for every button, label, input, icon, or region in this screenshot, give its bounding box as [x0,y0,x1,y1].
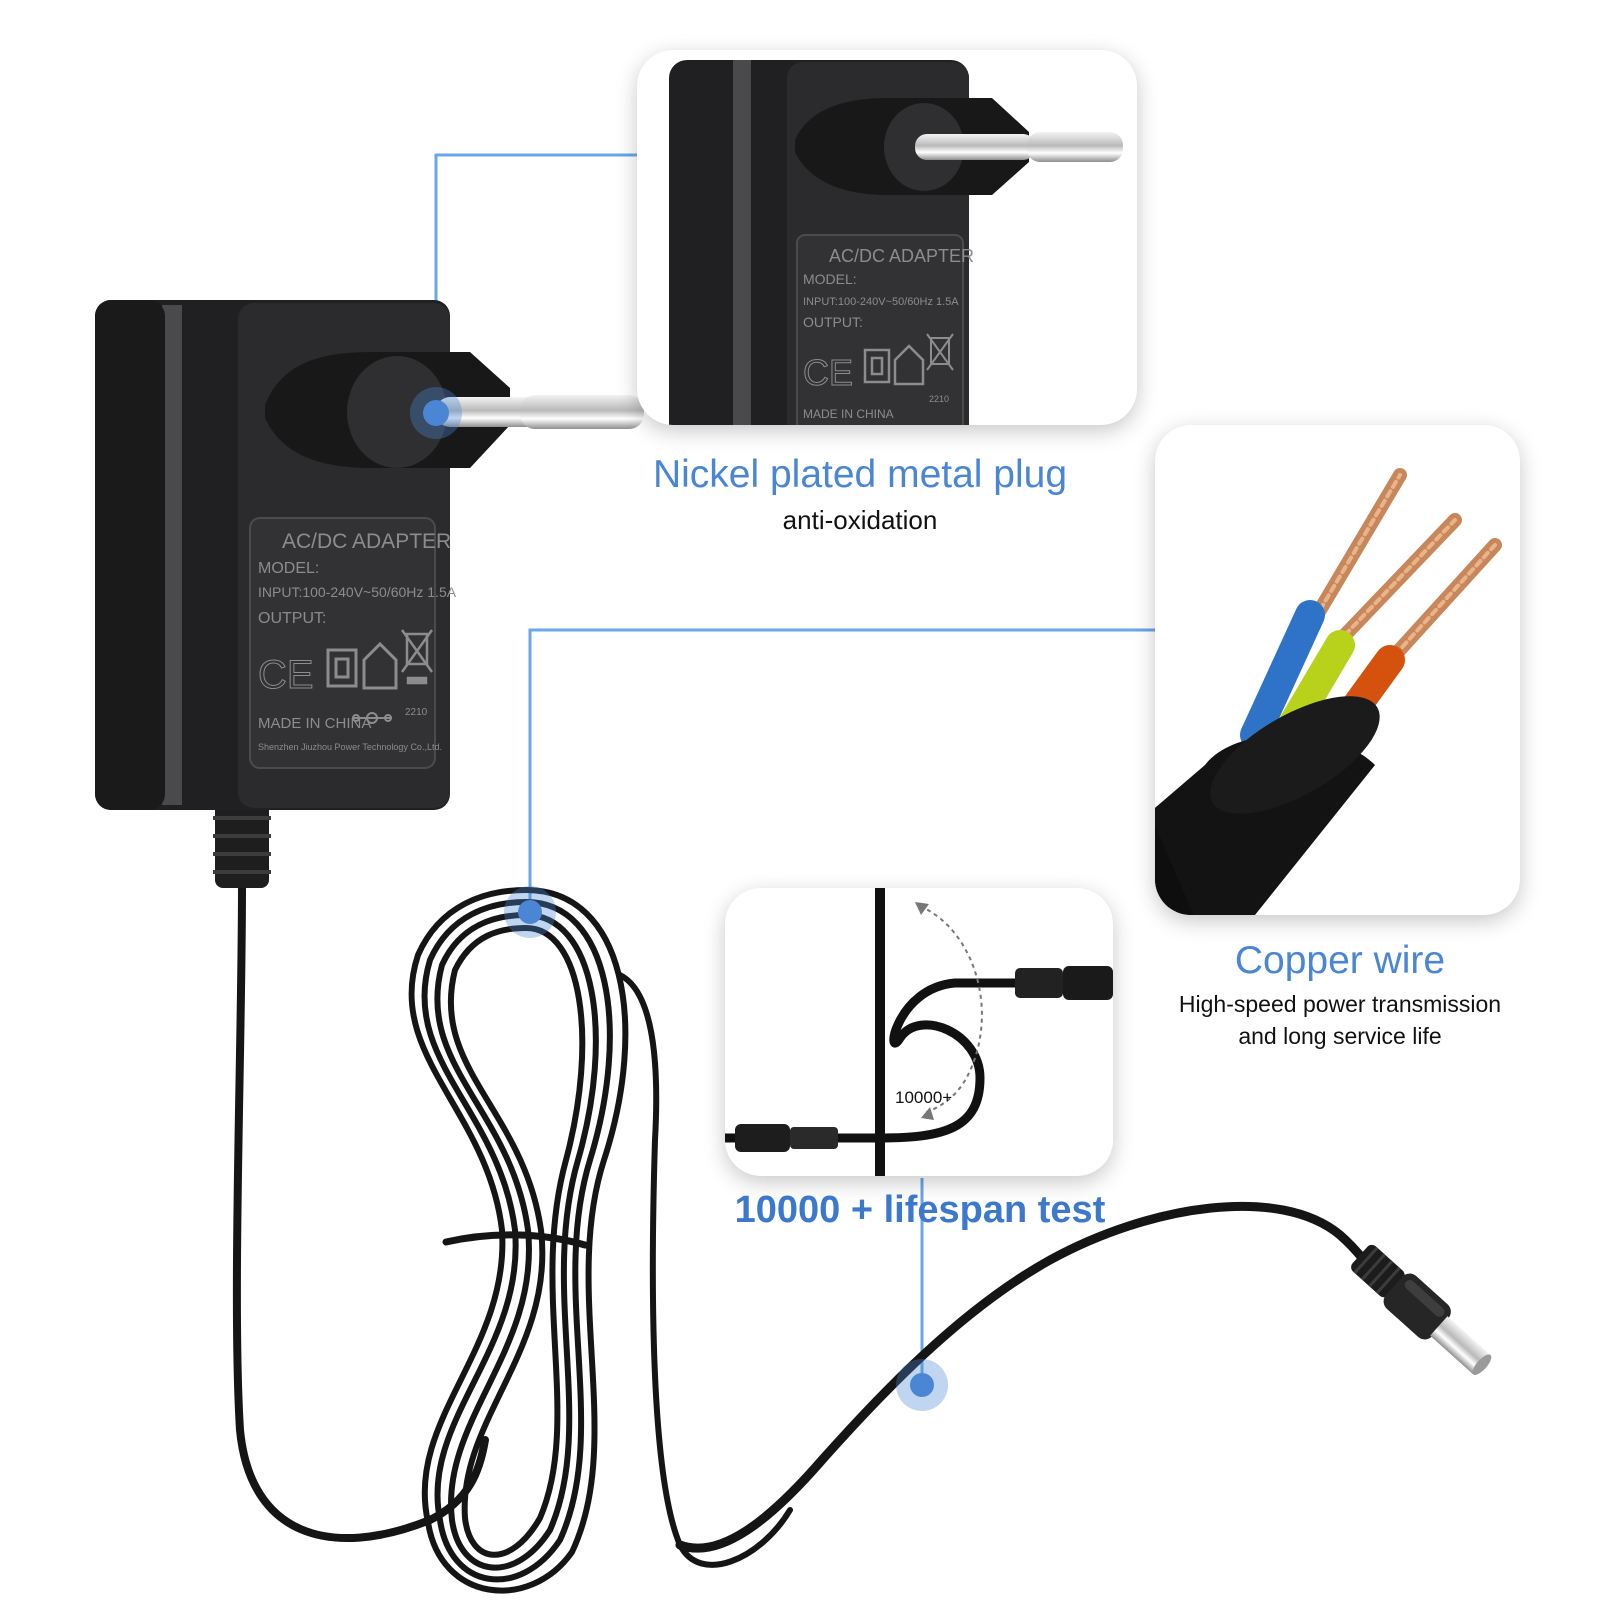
adapter-label: AC/DC ADAPTER MODEL: INPUT:100-240V~50/6… [258,530,457,752]
cable-dc-run [675,1201,1373,1553]
plug-closeup-image: AC/DC ADAPTER MODEL: INPUT:100-240V~50/6… [669,60,1123,425]
copper-feature-subtitle-line1: High-speed power transmission [1178,991,1502,1017]
marker-lifespan [896,1359,948,1411]
closeup-label-output: OUTPUT: [803,314,863,330]
adapter-label-model: MODEL: [258,560,319,577]
adapter-label-output: OUTPUT: [258,610,326,627]
closeup-indoor-use-icon [893,344,925,386]
bend-arrow-icon [919,905,983,1114]
closeup-label-input: INPUT:100-240V~50/60Hz 1.5A [803,296,959,308]
closeup-label-code: 2210 [929,394,949,404]
power-cable [232,881,1373,1594]
copper-feature-subtitle-line2: and long service life [1238,1023,1442,1049]
marker-copper [504,886,556,938]
adapter-label-manufacturer: Shenzhen Jiuzhou Power Technology Co.,Lt… [258,742,442,752]
marker-plug [410,387,462,439]
crossed-bin-icon [400,629,434,685]
copper-feature-caption: Copper wire High-speed power transmissio… [1160,938,1520,1052]
closeup-label-model: MODEL: [803,271,857,287]
adapter-label-code: 2210 [405,707,428,718]
adapter-label-title: AC/DC ADAPTER [282,530,451,553]
adapter-label-input: INPUT:100-240V~50/60Hz 1.5A [258,584,457,600]
closeup-crossed-bin-icon [926,333,954,371]
ce-mark-icon: CE [258,653,314,697]
adapter-strain-relief [213,800,271,888]
highlight-markers [410,387,948,1411]
adapter-label-made-in: MADE IN CHINA [258,715,371,732]
plug-feature-title: Nickel plated metal plug [652,453,1068,496]
closeup-label-title: AC/DC ADAPTER [829,246,974,266]
polarity-icon [352,712,392,724]
plug-feature-subtitle: anti-oxidation [782,505,938,535]
adapter-plug-pins [436,395,644,429]
cable-tie [442,1231,589,1249]
copper-feature-title: Copper wire [1234,939,1446,982]
lifespan-feature-title: 10000 + lifespan test [734,1189,1106,1231]
callout-line-copper [528,628,1160,918]
closeup-double-insulation-icon [863,348,891,384]
plug-feature-caption: Nickel plated metal plug anti-oxidation [600,452,1120,536]
copper-wire-card [1155,425,1520,915]
plug-closeup-card: AC/DC ADAPTER MODEL: INPUT:100-240V~50/6… [637,50,1137,425]
closeup-label-made-in: MADE IN CHINA [803,407,894,421]
copper-wire-image [1155,468,1502,915]
indoor-use-icon [362,641,398,690]
bend-count-label: 10000+ [895,1088,952,1107]
bend-test-image: 10000+ [725,888,1113,1176]
double-insulation-icon [326,648,358,688]
cable-coil [408,887,793,1594]
dc-barrel-connector [1351,1244,1492,1375]
closeup-ce-mark-icon: CE [803,352,853,393]
bend-test-card: 10000+ [725,888,1113,1176]
lifespan-feature-caption: 10000 + lifespan test [690,1188,1150,1232]
adapter-body [95,300,510,810]
